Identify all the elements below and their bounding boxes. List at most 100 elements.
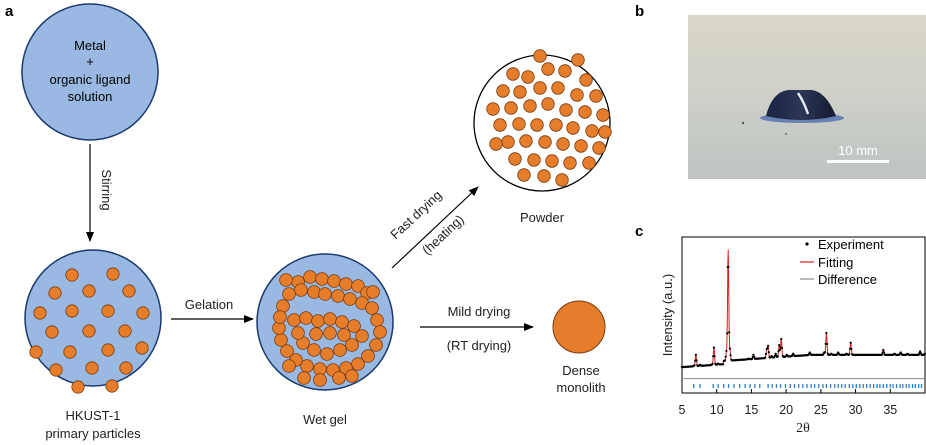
- gel-particle: [282, 287, 296, 301]
- gel-particle: [311, 314, 325, 328]
- gel-particle: [361, 349, 375, 363]
- powder-particle: [559, 103, 573, 117]
- experiment-point: [721, 363, 725, 366]
- experiment-point: [695, 359, 698, 362]
- x-tick-label: 30: [849, 403, 863, 417]
- powder-particle: [596, 108, 610, 122]
- primary-particles: [29, 267, 150, 394]
- powder-particle: [486, 102, 500, 116]
- experiment-point: [849, 341, 852, 344]
- powder-particle: [493, 118, 507, 132]
- gel-particle: [339, 277, 353, 291]
- experiment-point: [826, 342, 829, 346]
- gel-particle: [331, 289, 345, 303]
- chart-frame: [681, 236, 926, 394]
- x-tick-label: 10: [710, 403, 724, 417]
- primary-particle: [71, 380, 85, 394]
- experiment-point: [919, 350, 922, 353]
- gel-particle: [313, 373, 327, 387]
- primary-particle: [65, 268, 79, 282]
- powder-particle: [504, 101, 518, 115]
- scale-bar-label: 10 mm: [838, 143, 878, 158]
- experiment-point: [726, 332, 729, 335]
- powder-particle: [545, 154, 559, 168]
- primary-particle: [118, 324, 132, 338]
- primary-particle: [82, 324, 96, 338]
- monolith-label-line1: Dense: [562, 363, 600, 378]
- panel-letter-b: b: [635, 3, 644, 20]
- bragg-ticks: [693, 384, 923, 388]
- mild-drying-sublabel: (RT drying): [447, 338, 512, 353]
- gel-particle: [373, 325, 387, 339]
- gel-particle: [287, 313, 301, 327]
- powder-particle: [551, 81, 565, 95]
- experiment-point: [713, 355, 716, 358]
- gel-particle: [307, 285, 321, 299]
- powder-particle: [489, 137, 503, 151]
- primary-particle: [101, 304, 115, 318]
- gel-particle: [320, 347, 334, 361]
- gel-particle: [297, 371, 311, 385]
- primary-particle: [106, 267, 120, 281]
- experiment-point: [693, 364, 696, 367]
- schematic: Metal + organic ligand solution Stirring…: [21, 3, 612, 441]
- primary-particle: [82, 284, 96, 298]
- panel-letter-a: a: [5, 3, 14, 20]
- panel-letter-c: c: [635, 223, 643, 240]
- monolith-label-line2: monolith: [556, 380, 605, 395]
- primary-particle: [135, 341, 149, 355]
- legend-experiment: Experiment: [818, 237, 884, 252]
- precursor-label-line1: Metal: [74, 38, 106, 53]
- powder-particle: [592, 141, 606, 155]
- powder-particle: [570, 88, 584, 102]
- gel-particle: [294, 283, 308, 297]
- primary-particle: [29, 345, 43, 359]
- powder-label: Powder: [520, 210, 565, 225]
- wet-gel-network: [272, 270, 387, 387]
- powder-particle: [578, 105, 592, 119]
- gel-particle: [303, 270, 317, 284]
- powder-particle: [541, 62, 555, 76]
- powder-particle: [530, 118, 544, 132]
- gel-particle: [369, 338, 383, 352]
- x-tick-label: 35: [883, 403, 897, 417]
- primary-particle: [85, 361, 99, 375]
- fast-drying-sublabel: (heating): [419, 212, 467, 258]
- gel-particle: [355, 329, 369, 343]
- experiment-point: [711, 362, 714, 365]
- experiment-point: [767, 351, 770, 354]
- monolith-highlight: [797, 92, 810, 115]
- powder-particle: [533, 81, 547, 95]
- gel-particle: [345, 338, 359, 352]
- experiment-point: [778, 348, 782, 352]
- x-axis-label: 2θ: [796, 421, 810, 436]
- powder-particle: [556, 137, 570, 151]
- experiment-point: [751, 357, 754, 360]
- gel-particle: [323, 326, 337, 340]
- wet-gel-label: Wet gel: [303, 412, 347, 427]
- powder-particle: [519, 134, 533, 148]
- scale-bar: [827, 160, 889, 163]
- gel-particle: [333, 343, 347, 357]
- experiment-point: [766, 347, 769, 350]
- experiment-point: [780, 337, 783, 341]
- gel-particle: [332, 371, 346, 385]
- legend-experiment-marker: [805, 242, 809, 246]
- gel-particle: [282, 359, 296, 373]
- photo-speck-2: [785, 133, 787, 135]
- primary-particle: [65, 304, 79, 318]
- primary-particle: [101, 343, 115, 357]
- experiment-point: [850, 347, 853, 350]
- gel-particle: [309, 327, 323, 341]
- gel-particle: [370, 313, 384, 327]
- experiment-point: [728, 331, 731, 334]
- powder-particle: [527, 153, 541, 167]
- gel-particle: [318, 287, 332, 301]
- gel-particle: [273, 310, 287, 324]
- powder-particle: [533, 49, 547, 63]
- powder-particle: [537, 169, 551, 183]
- gel-particle: [279, 273, 293, 287]
- experiment-point: [776, 355, 779, 358]
